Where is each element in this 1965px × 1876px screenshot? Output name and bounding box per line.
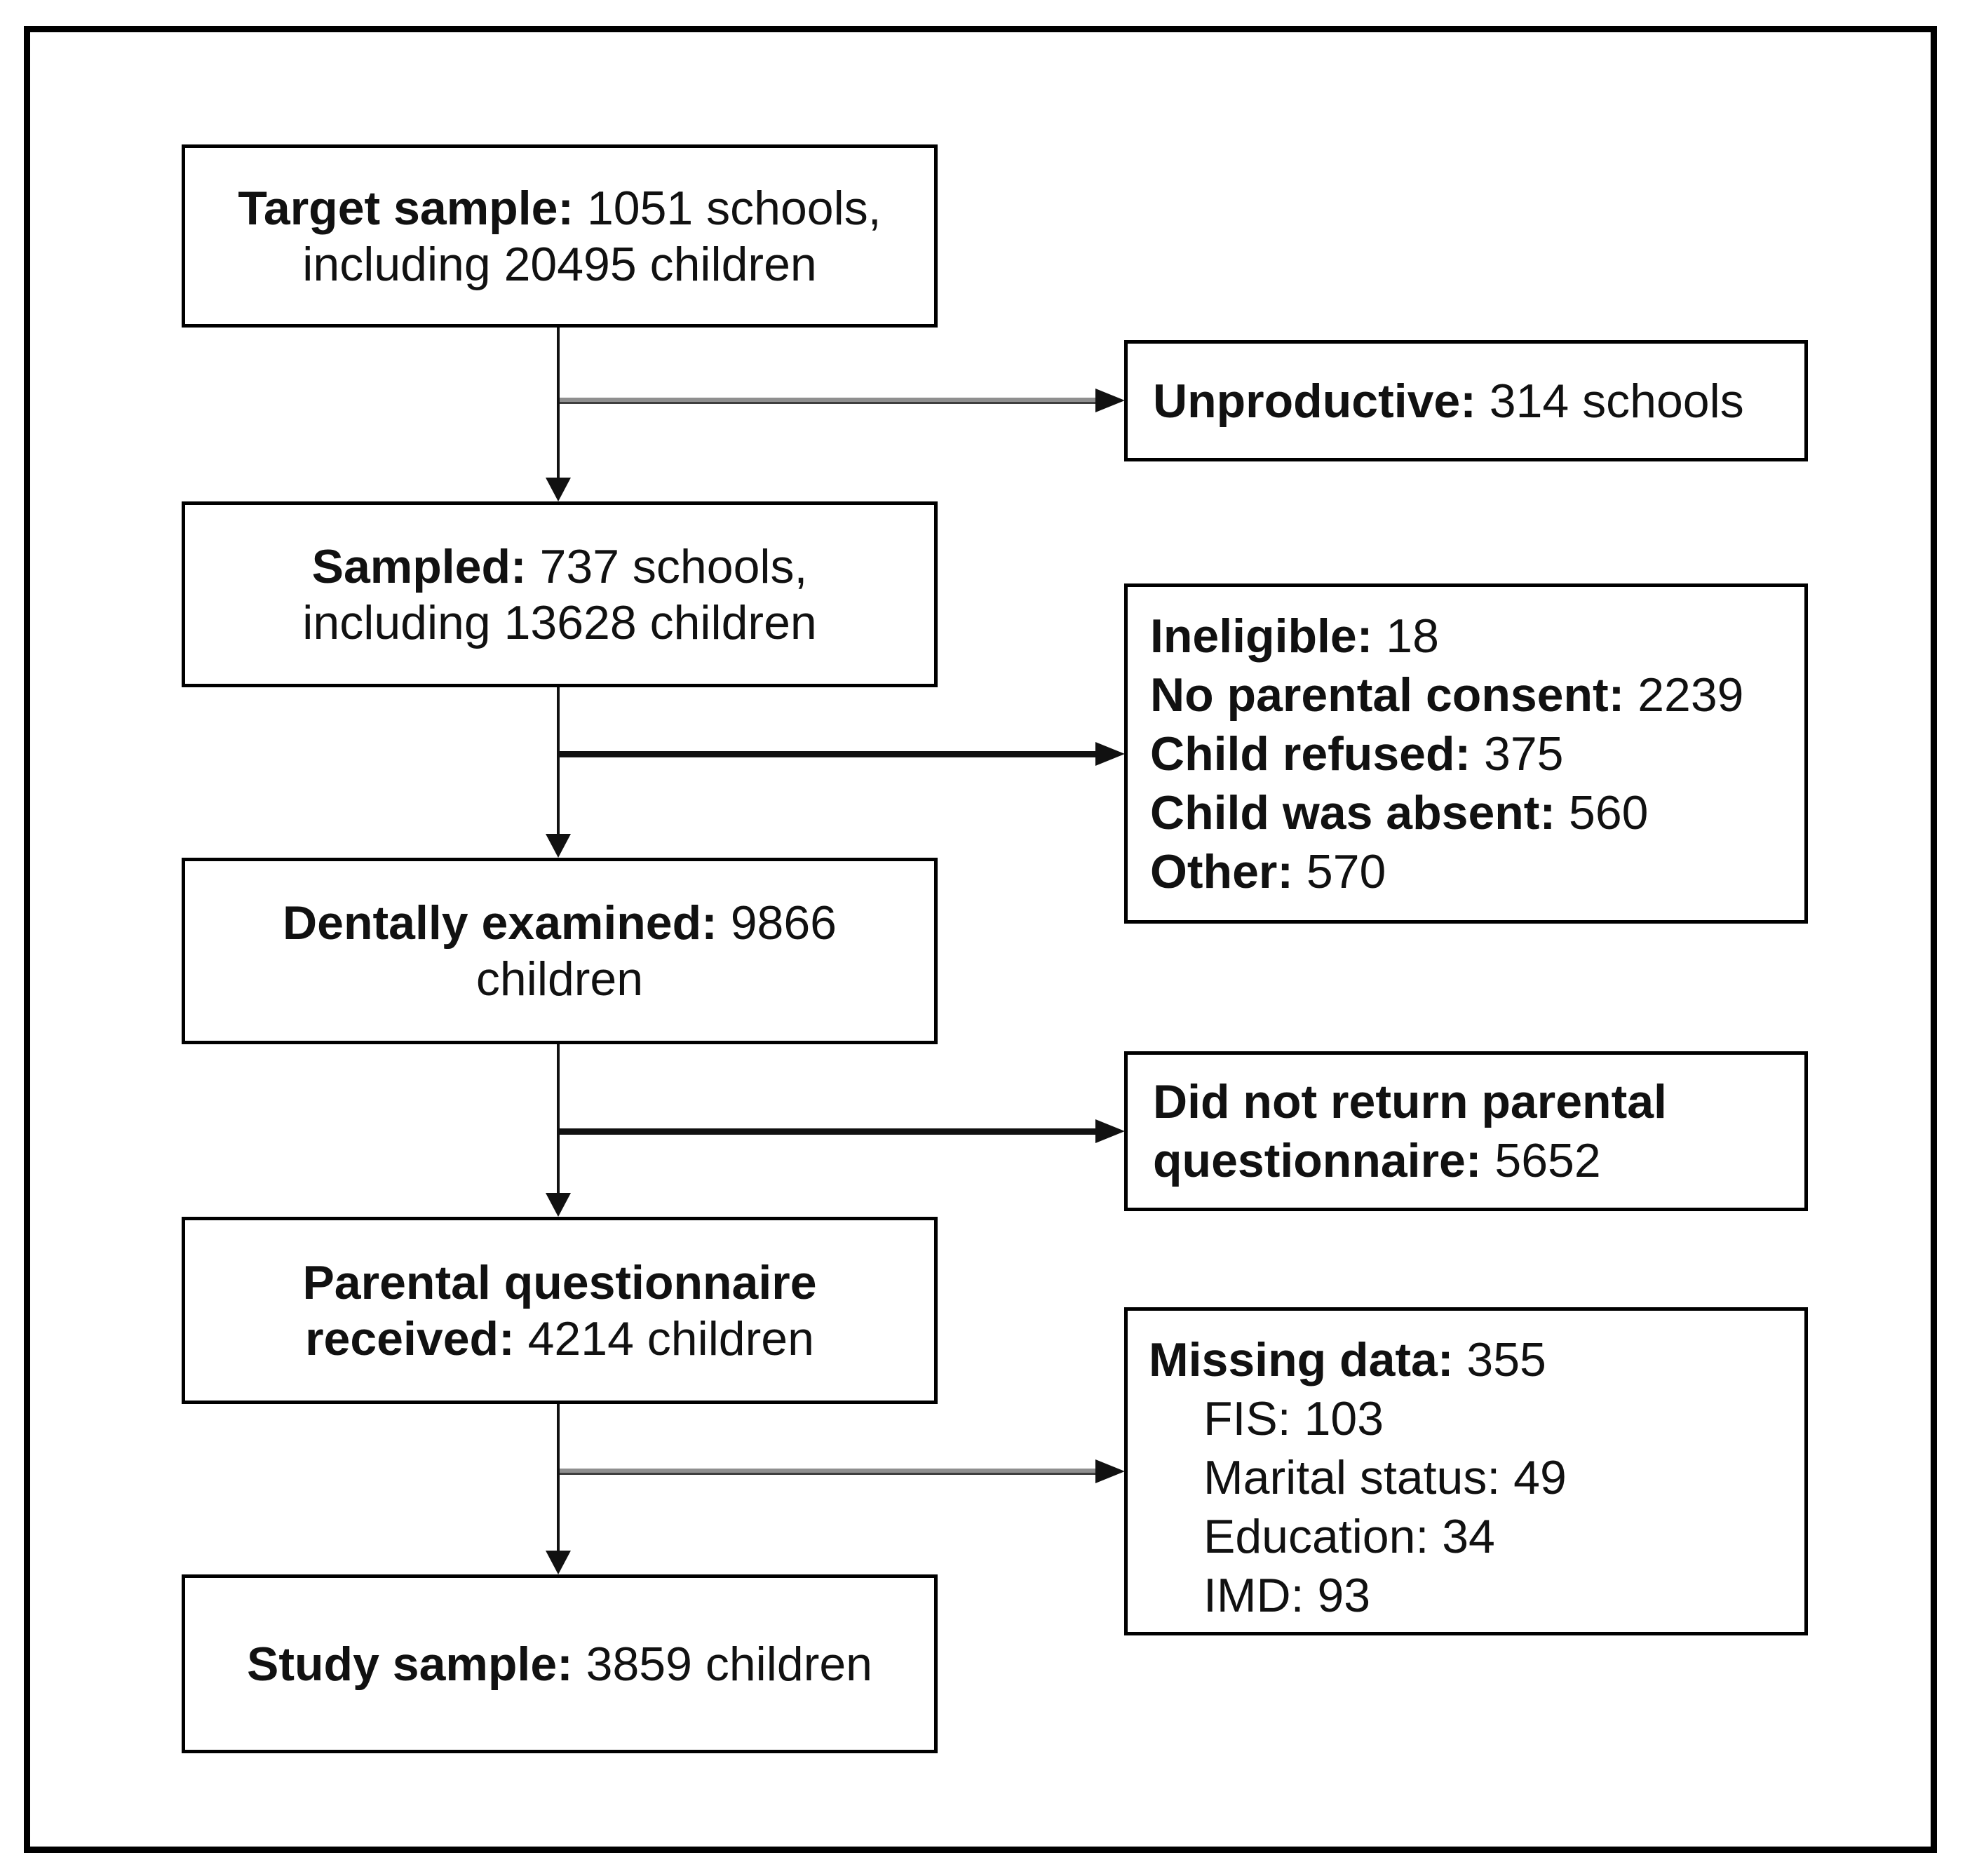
arrow-target-to-sampled-line [557, 328, 560, 478]
reason-no-consent-label: No parental consent: [1150, 668, 1638, 722]
study-sample-line1: Study sample: 3859 children [247, 1636, 872, 1692]
no-questionnaire-line2: questionnaire: 5652 [1153, 1131, 1804, 1190]
arrow-questionnaire-to-study-head [546, 1551, 571, 1574]
unproductive-label: Unproductive: [1153, 374, 1490, 428]
reason-child-refused-label: Child refused: [1150, 727, 1485, 781]
target-sample-line1: Target sample: 1051 schools, [238, 180, 881, 236]
unproductive-line1: Unproductive: 314 schools [1153, 372, 1744, 431]
missing-marital-status: Marital status: 49 [1149, 1448, 1797, 1507]
questionnaire-received-label: received: [305, 1311, 528, 1365]
reason-other-value: 570 [1306, 845, 1386, 898]
arrow-examined-to-questionnaire-head [546, 1193, 571, 1217]
reason-other: Other: 570 [1150, 842, 1797, 901]
reason-ineligible: Ineligible: 18 [1150, 607, 1797, 666]
box-sampled: Sampled: 737 schools, including 13628 ch… [182, 501, 938, 687]
sampled-value: 737 schools, [539, 539, 808, 593]
arrow-sampled-to-examined-line [557, 687, 560, 834]
reason-child-absent-value: 560 [1569, 786, 1649, 839]
sampled-label: Sampled: [311, 539, 540, 593]
no-questionnaire-label: questionnaire: [1153, 1134, 1495, 1187]
missing-data-line1: Missing data: 355 [1149, 1330, 1797, 1389]
box-questionnaire-received: Parental questionnaire received: 4214 ch… [182, 1217, 938, 1404]
no-questionnaire-line1: Did not return parental [1153, 1075, 1667, 1128]
box-target-sample: Target sample: 1051 schools, including 2… [182, 144, 938, 328]
study-sample-value: 3859 children [586, 1637, 872, 1691]
reason-no-consent-value: 2239 [1638, 668, 1744, 722]
dentally-examined-label: Dentally examined: [283, 896, 731, 950]
sampled-line1: Sampled: 737 schools, [312, 539, 808, 595]
branch-arrow-no-questionnaire-line [560, 1128, 1095, 1135]
box-dentally-examined: Dentally examined: 9866 children [182, 858, 938, 1044]
branch-arrow-unproductive-head [1095, 389, 1125, 412]
missing-data-label: Missing data: [1149, 1333, 1467, 1386]
missing-education-label: Education: [1203, 1510, 1443, 1563]
branch-arrow-not-examined-head [1095, 742, 1125, 766]
branch-arrow-missing-data-line [560, 1469, 1095, 1475]
box-unproductive: Unproductive: 314 schools [1124, 340, 1808, 461]
questionnaire-received-line2: received: 4214 children [305, 1311, 814, 1367]
missing-fis: FIS: 103 [1149, 1389, 1797, 1448]
reason-ineligible-label: Ineligible: [1150, 609, 1386, 663]
missing-data-value: 355 [1466, 1333, 1546, 1386]
missing-fis-value: 103 [1304, 1392, 1384, 1445]
branch-arrow-not-examined-line [560, 751, 1095, 757]
missing-imd-label: IMD: [1203, 1569, 1318, 1622]
box-study-sample: Study sample: 3859 children [182, 1574, 938, 1753]
unproductive-value: 314 schools [1489, 374, 1744, 428]
dentally-examined-line1: Dentally examined: 9866 [283, 895, 837, 951]
missing-marital-status-value: 49 [1513, 1451, 1567, 1504]
study-sample-label: Study sample: [247, 1637, 586, 1691]
reason-ineligible-value: 18 [1386, 609, 1439, 663]
missing-fis-label: FIS: [1203, 1392, 1304, 1445]
questionnaire-received-line1: Parental questionnaire [302, 1255, 817, 1309]
dentally-examined-line2: children [475, 952, 644, 1006]
branch-arrow-missing-data-head [1095, 1459, 1125, 1483]
target-sample-value: 1051 schools, [586, 181, 882, 235]
sampled-line2: including 13628 children [302, 595, 817, 649]
missing-education: Education: 34 [1149, 1507, 1797, 1566]
reason-no-consent: No parental consent: 2239 [1150, 666, 1797, 724]
missing-imd: IMD: 93 [1149, 1566, 1797, 1625]
reason-child-absent-label: Child was absent: [1150, 786, 1569, 839]
box-no-questionnaire: Did not return parental questionnaire: 5… [1124, 1051, 1808, 1211]
reason-child-refused: Child refused: 375 [1150, 724, 1797, 783]
dentally-examined-value: 9866 [730, 896, 837, 950]
no-questionnaire-value: 5652 [1494, 1134, 1601, 1187]
missing-education-value: 34 [1442, 1510, 1495, 1563]
arrow-examined-to-questionnaire-line [557, 1044, 560, 1193]
missing-marital-status-label: Marital status: [1203, 1451, 1514, 1504]
box-not-examined-reasons: Ineligible: 18 No parental consent: 2239… [1124, 583, 1808, 924]
outer-border [24, 26, 1937, 1853]
branch-arrow-no-questionnaire-head [1095, 1119, 1125, 1143]
branch-arrow-unproductive-line [560, 398, 1095, 404]
arrow-target-to-sampled-head [546, 478, 571, 501]
box-missing-data: Missing data: 355 FIS: 103 Marital statu… [1124, 1307, 1808, 1635]
reason-other-label: Other: [1150, 845, 1306, 898]
arrow-sampled-to-examined-head [546, 834, 571, 858]
target-sample-line2: including 20495 children [302, 237, 817, 291]
questionnaire-received-value: 4214 children [527, 1311, 814, 1365]
arrow-questionnaire-to-study-line [557, 1404, 560, 1551]
reason-child-absent: Child was absent: 560 [1150, 783, 1797, 842]
target-sample-label: Target sample: [238, 181, 587, 235]
missing-imd-value: 93 [1317, 1569, 1371, 1622]
reason-child-refused-value: 375 [1484, 727, 1564, 781]
